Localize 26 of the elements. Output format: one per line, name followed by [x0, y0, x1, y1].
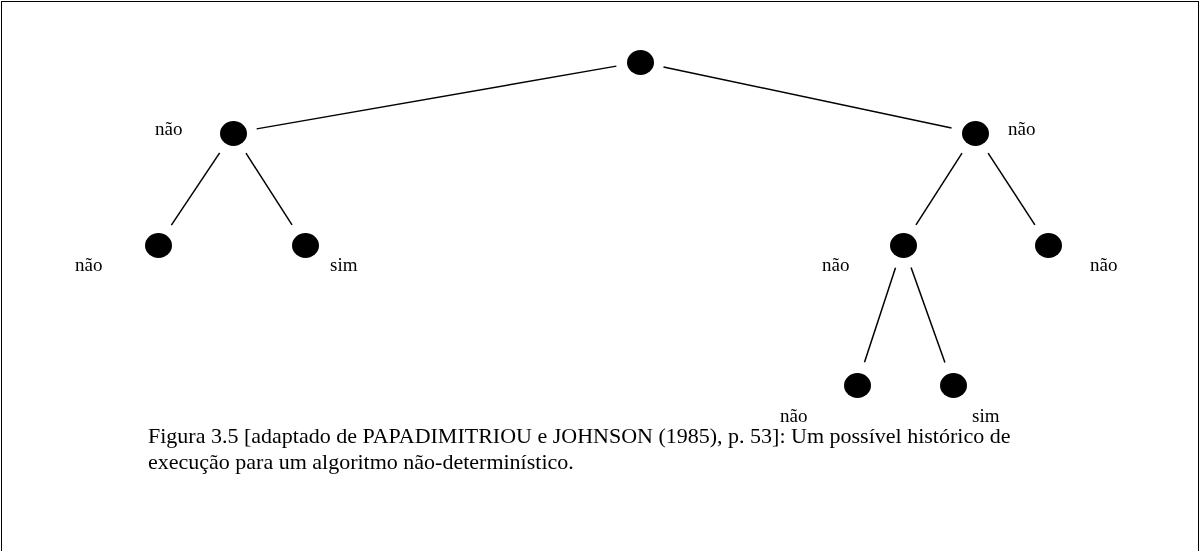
- tree-branch-line: [910, 266, 946, 364]
- tree-node-dot: [940, 373, 967, 398]
- tree-node-dot: [962, 121, 989, 146]
- tree-branch-line: [987, 152, 1036, 226]
- node-label: não: [780, 406, 808, 425]
- node-label: não: [1008, 119, 1036, 138]
- tree-node-dot: [627, 50, 654, 75]
- node-label: não: [1090, 255, 1118, 274]
- tree-node-dot: [220, 121, 247, 146]
- node-label: não: [75, 255, 103, 274]
- tree-node-dot: [1035, 233, 1062, 258]
- tree-branch-line: [170, 152, 221, 226]
- node-label: sim: [330, 255, 358, 274]
- tree-branch-line: [245, 152, 293, 226]
- node-label: sim: [972, 406, 1000, 425]
- tree-branch-line: [863, 267, 897, 363]
- tree-node-dot: [890, 233, 917, 258]
- node-label: não: [822, 255, 850, 274]
- tree-node-dot: [145, 233, 172, 258]
- tree-node-dot: [844, 373, 871, 398]
- node-label: não: [155, 119, 183, 138]
- tree-branch-line: [255, 65, 618, 130]
- tree-branch-line: [662, 66, 953, 129]
- tree-node-dot: [292, 233, 319, 258]
- figure-caption: Figura 3.5 [adaptado de PAPADIMITRIOU e JOHNSON (1985), p. 53]: Um possível histórico de execução para um algoritmo não-determinístico.: [148, 423, 1012, 475]
- tree-branch-line: [915, 152, 963, 226]
